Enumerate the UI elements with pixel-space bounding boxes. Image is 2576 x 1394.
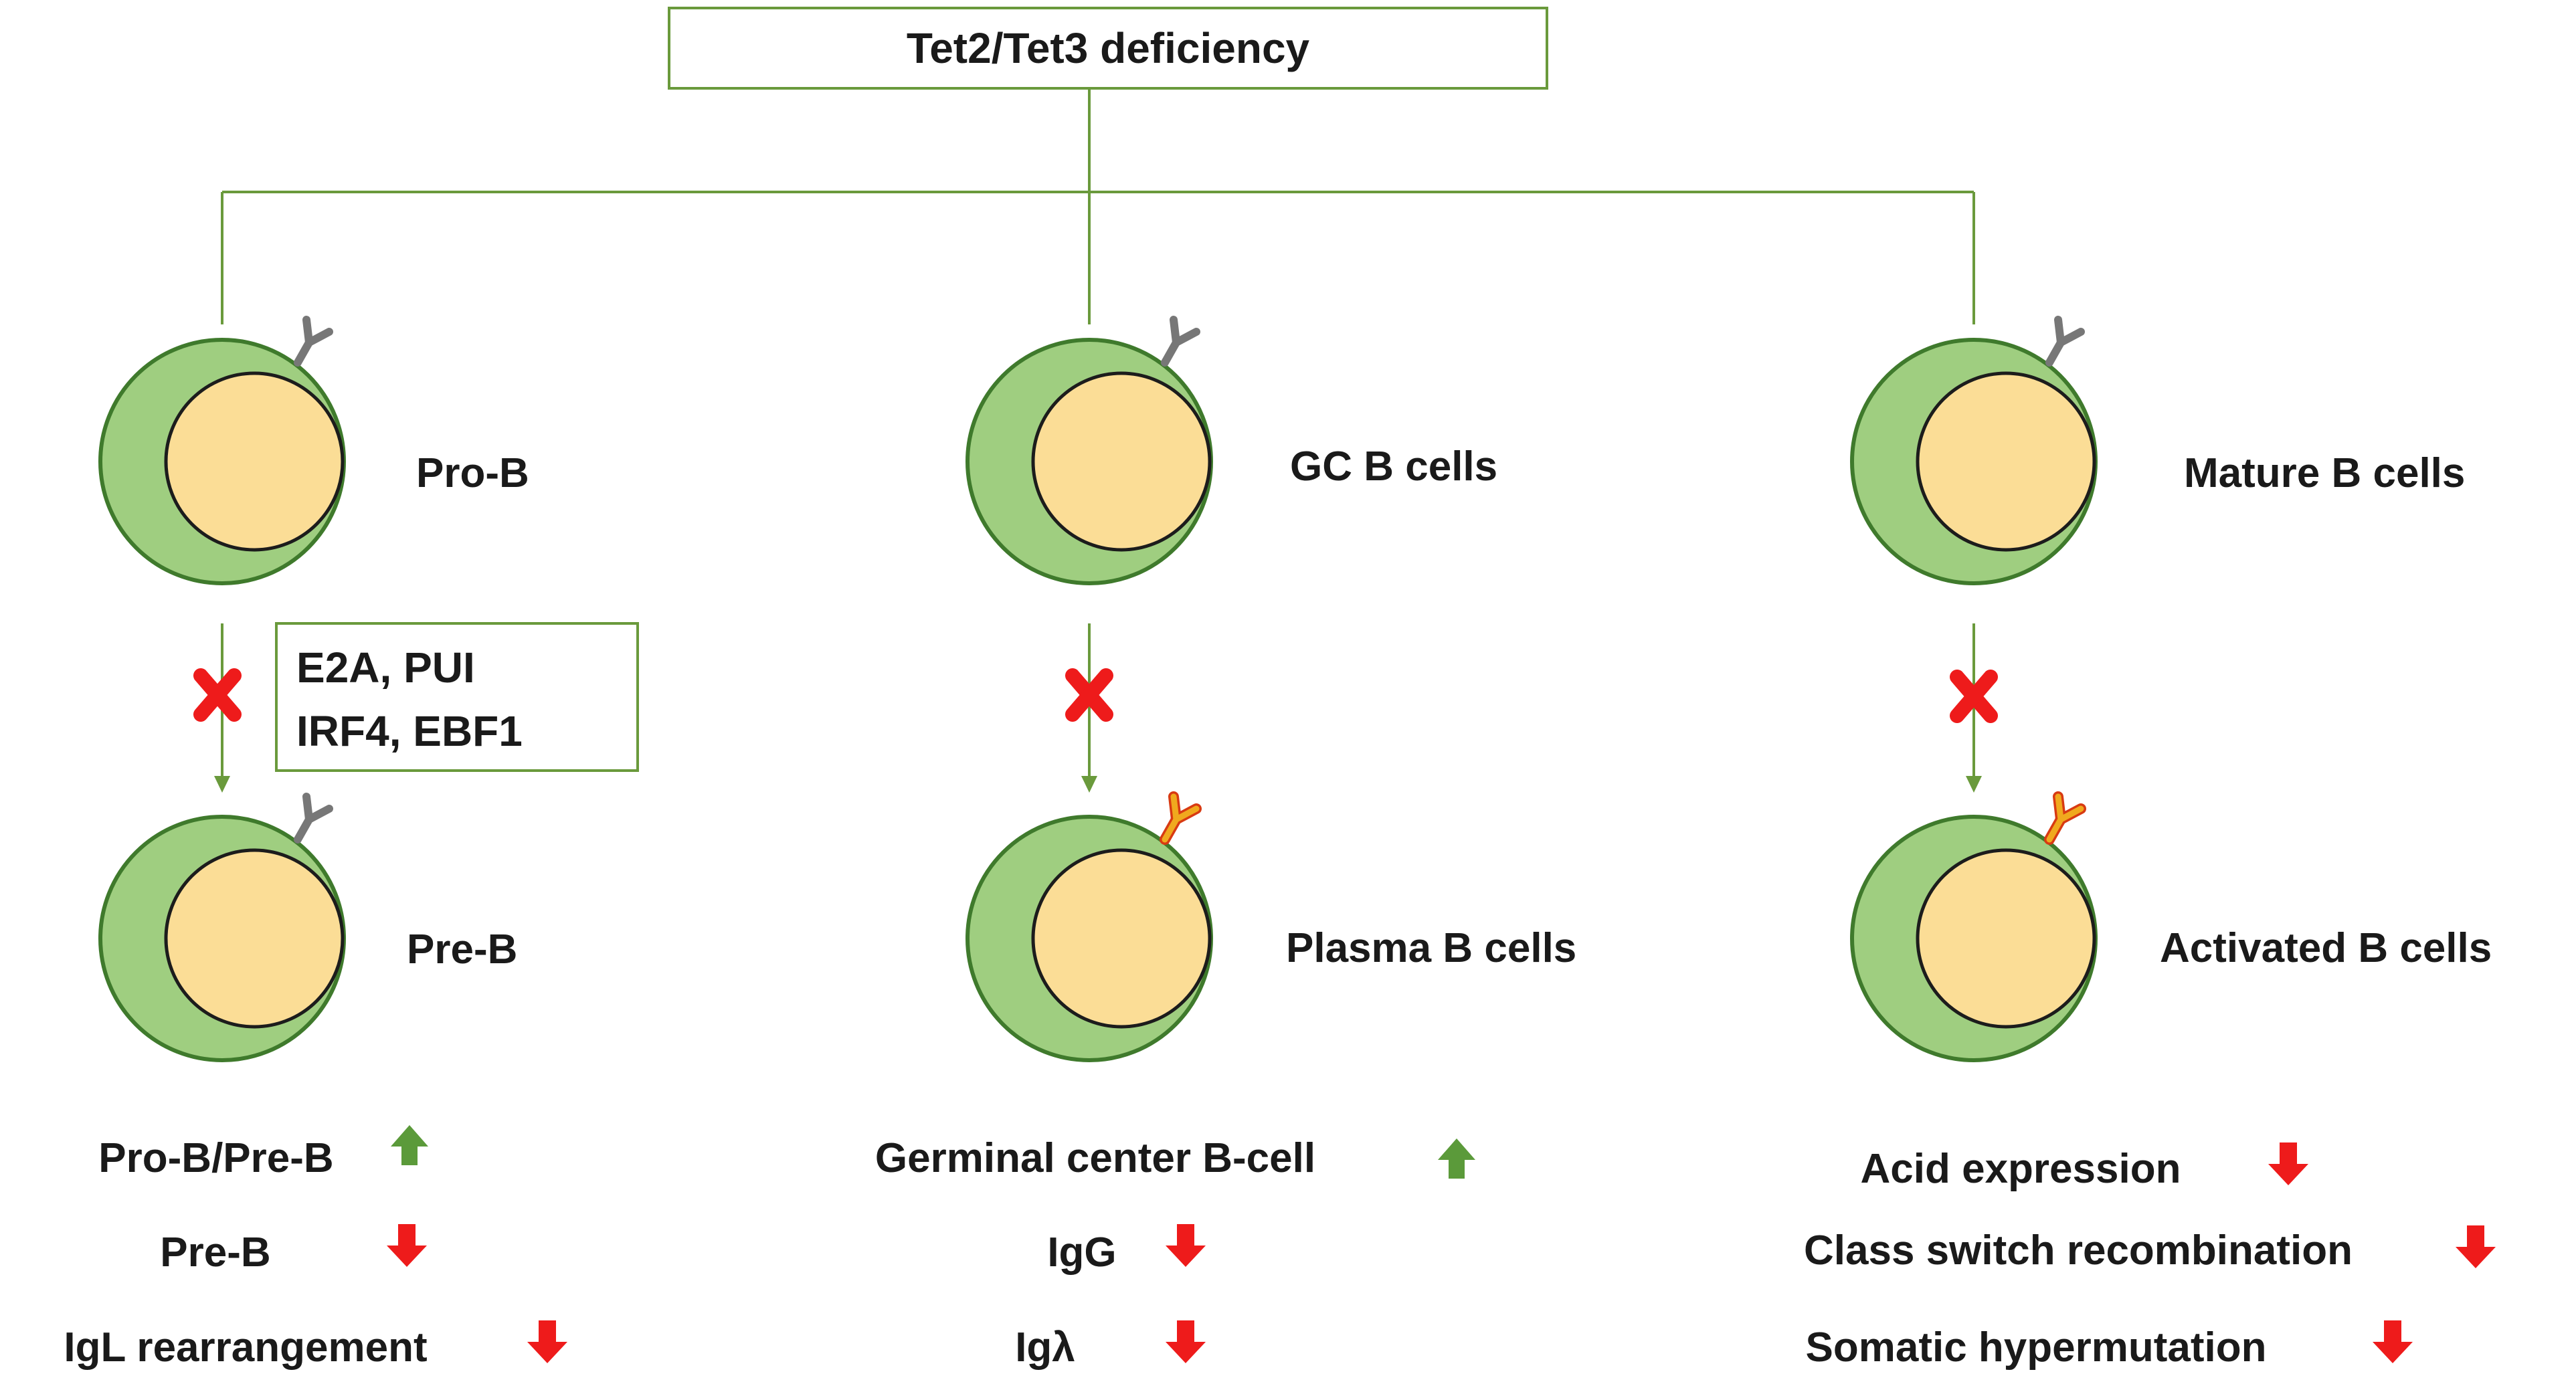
- down-arrow-icon: [1166, 1224, 1206, 1267]
- effect-label: Somatic hypermutation: [1806, 1324, 2267, 1371]
- factor-line-1: E2A, PUI: [296, 643, 475, 692]
- down-arrow-icon: [2456, 1225, 2496, 1268]
- receptor-icon: [2045, 316, 2085, 367]
- effect-label: IgL rearrangement: [64, 1324, 427, 1371]
- cell-label-mature-b: Mature B cells: [2184, 450, 2465, 496]
- cell-plasma-b: [965, 791, 1213, 1062]
- cell-label-gc-b: GC B cells: [1290, 443, 1497, 490]
- down-arrow-icon: [527, 1320, 567, 1363]
- receptor-icon: [294, 793, 333, 843]
- effect-label: Class switch recombination: [1804, 1227, 2353, 1274]
- effect-label: Pre-B: [160, 1229, 270, 1276]
- cell-label-pre-b: Pre-B: [407, 926, 517, 973]
- block-x-icon: [1065, 668, 1113, 722]
- cell-pre-b: [98, 793, 346, 1062]
- cell-mature-b: [1850, 316, 2098, 585]
- cell-label-plasma-b: Plasma B cells: [1286, 925, 1576, 971]
- factor-line-2: IRF4, EBF1: [296, 707, 523, 755]
- block-x-icon: [1950, 670, 1998, 723]
- down-arrow-icon: [1166, 1320, 1206, 1363]
- effect-label: Germinal center B-cell: [875, 1135, 1315, 1181]
- receptor-icon: [1160, 791, 1202, 845]
- effect-label: Pro-B/Pre-B: [98, 1135, 333, 1181]
- receptor-icon: [294, 316, 333, 367]
- block-x-icon: [193, 668, 242, 722]
- diagram-title: Tet2/Tet3 deficiency: [907, 24, 1310, 72]
- effect-label: Acid expression: [1861, 1146, 2181, 1192]
- receptor-icon: [1161, 316, 1200, 367]
- up-arrow-icon: [1438, 1138, 1475, 1179]
- cell-gc-b: [965, 316, 1213, 585]
- down-arrow-icon: [2268, 1142, 2308, 1185]
- cell-label-activated-b: Activated B cells: [2160, 925, 2492, 971]
- effect-label: Igλ: [1015, 1324, 1075, 1371]
- title-box: [668, 7, 1548, 90]
- down-arrow-icon: [387, 1224, 427, 1267]
- effect-label: IgG: [1047, 1229, 1116, 1276]
- down-arrow-icon: [2373, 1320, 2413, 1363]
- factor-box: [275, 622, 639, 772]
- cell-label-pro-b: Pro-B: [416, 450, 529, 496]
- receptor-icon: [2044, 791, 2086, 845]
- tree-connectors: [221, 88, 1975, 324]
- up-arrow-icon: [391, 1125, 428, 1165]
- cell-pro-b: [98, 316, 346, 585]
- cell-activated-b: [1850, 791, 2098, 1062]
